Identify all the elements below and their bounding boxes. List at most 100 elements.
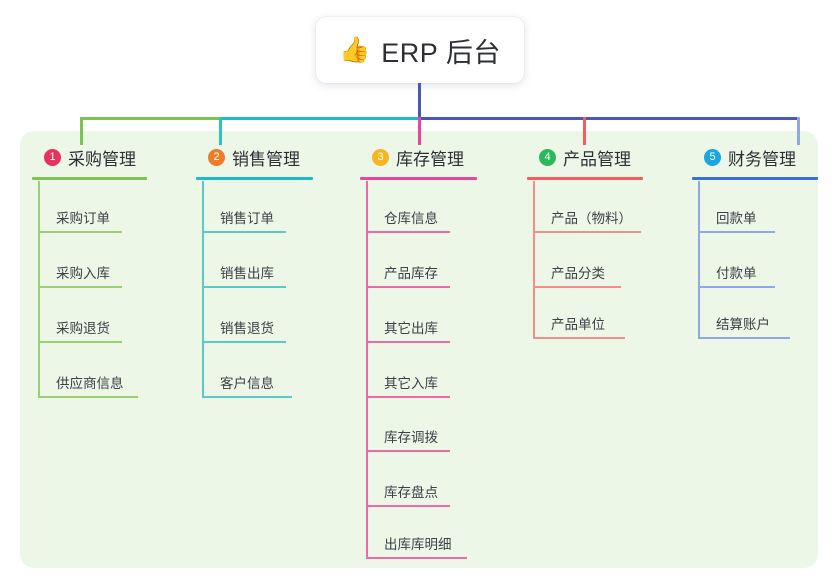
branch-2-badge: 2 xyxy=(208,149,225,166)
branch-2[interactable]: 2 销售管理 xyxy=(196,145,313,180)
list-item-label: 销售退货 xyxy=(220,321,274,336)
child-rule xyxy=(38,286,122,288)
branch-1-badge: 1 xyxy=(44,149,61,166)
branch-1-rule xyxy=(32,177,147,180)
connector-bar-green xyxy=(80,117,220,120)
branch-4-badge: 4 xyxy=(539,149,556,166)
child-stem xyxy=(38,343,40,398)
branch-5-label: 财务管理 xyxy=(728,150,796,169)
list-item-label: 产品库存 xyxy=(384,266,438,281)
child-rule xyxy=(533,337,625,339)
branch-drop-1 xyxy=(80,117,83,145)
branch-4-label: 产品管理 xyxy=(563,150,631,169)
child-rule xyxy=(366,231,450,233)
child-rule xyxy=(366,396,450,398)
list-item-label: 付款单 xyxy=(716,266,757,281)
child-rule xyxy=(366,557,467,559)
child-rule xyxy=(366,341,450,343)
branch-1-header[interactable]: 1 采购管理 xyxy=(32,145,147,170)
list-item-label: 采购订单 xyxy=(56,211,110,226)
child-stem xyxy=(202,233,204,288)
branch-3-header[interactable]: 3 库存管理 xyxy=(360,145,477,170)
list-item-label: 供应商信息 xyxy=(56,376,124,391)
root-title: ERP 后台 xyxy=(381,37,501,68)
child-stem xyxy=(533,233,535,288)
child-stem xyxy=(366,507,368,559)
child-stem xyxy=(366,343,368,398)
connector-bar-indigo xyxy=(418,117,800,120)
list-item-label: 仓库信息 xyxy=(384,211,438,226)
branch-1[interactable]: 1 采购管理 xyxy=(32,145,147,180)
root-node-content: 👍 ERP 后台 xyxy=(339,31,501,70)
connector-bar-teal xyxy=(219,117,419,120)
branch-5-badge: 5 xyxy=(704,149,721,166)
branch-4[interactable]: 4 产品管理 xyxy=(527,145,643,180)
branch-4-rule xyxy=(527,177,643,180)
list-item-label: 出库库明细 xyxy=(384,537,452,552)
child-stem xyxy=(366,288,368,343)
list-item-label: 结算账户 xyxy=(716,317,770,332)
list-item-label: 库存调拨 xyxy=(384,430,438,445)
root-node[interactable]: 👍 ERP 后台 xyxy=(316,17,524,83)
child-stem xyxy=(38,181,40,233)
child-rule xyxy=(366,505,450,507)
list-item-label: 回款单 xyxy=(716,211,757,226)
branch-drop-3 xyxy=(418,117,421,145)
child-stem xyxy=(698,181,700,233)
list-item-label: 其它出库 xyxy=(384,321,438,336)
branch-2-header[interactable]: 2 销售管理 xyxy=(196,145,313,170)
list-item-label: 产品（物料） xyxy=(551,211,632,226)
list-item-label: 产品单位 xyxy=(551,317,605,332)
branches-panel xyxy=(20,131,818,568)
branch-3[interactable]: 3 库存管理 xyxy=(360,145,477,180)
thumbs-up-icon: 👍 xyxy=(339,35,371,64)
child-rule xyxy=(38,231,122,233)
child-rule xyxy=(533,231,641,233)
child-rule xyxy=(202,396,292,398)
branch-5-header[interactable]: 5 财务管理 xyxy=(692,145,818,170)
list-item-label: 采购退货 xyxy=(56,321,110,336)
child-rule xyxy=(366,450,450,452)
child-stem xyxy=(698,233,700,288)
child-stem xyxy=(366,452,368,507)
list-item-label: 采购入库 xyxy=(56,266,110,281)
child-stem xyxy=(366,233,368,288)
child-rule xyxy=(366,286,450,288)
branch-4-header[interactable]: 4 产品管理 xyxy=(527,145,643,170)
branch-3-rule xyxy=(360,177,477,180)
trunk-vertical-line xyxy=(418,83,421,119)
list-item-label: 库存盘点 xyxy=(384,485,438,500)
child-stem xyxy=(533,181,535,233)
child-stem xyxy=(38,233,40,288)
child-stem xyxy=(366,398,368,452)
list-item-label: 销售出库 xyxy=(220,266,274,281)
list-item-label: 销售订单 xyxy=(220,211,274,226)
child-rule xyxy=(202,231,286,233)
child-rule xyxy=(698,286,775,288)
child-rule xyxy=(38,396,138,398)
child-stem xyxy=(366,181,368,233)
child-stem xyxy=(202,181,204,233)
branch-2-rule xyxy=(196,177,313,180)
child-rule xyxy=(202,286,286,288)
child-rule xyxy=(38,341,122,343)
list-item-label: 其它入库 xyxy=(384,376,438,391)
child-stem xyxy=(202,288,204,343)
branch-5[interactable]: 5 财务管理 xyxy=(692,145,818,180)
child-stem xyxy=(38,288,40,343)
branch-1-label: 采购管理 xyxy=(68,150,136,169)
child-rule xyxy=(533,286,621,288)
branch-drop-2 xyxy=(219,117,222,145)
child-stem xyxy=(533,288,535,339)
branch-5-rule xyxy=(692,177,818,180)
branch-3-badge: 3 xyxy=(372,149,389,166)
child-stem xyxy=(202,343,204,398)
branch-drop-5 xyxy=(797,117,800,145)
branch-2-label: 销售管理 xyxy=(232,150,300,169)
list-item-label: 客户信息 xyxy=(220,376,274,391)
child-rule xyxy=(698,337,790,339)
child-rule xyxy=(698,231,775,233)
branch-drop-4 xyxy=(583,117,586,145)
list-item-label: 产品分类 xyxy=(551,266,605,281)
